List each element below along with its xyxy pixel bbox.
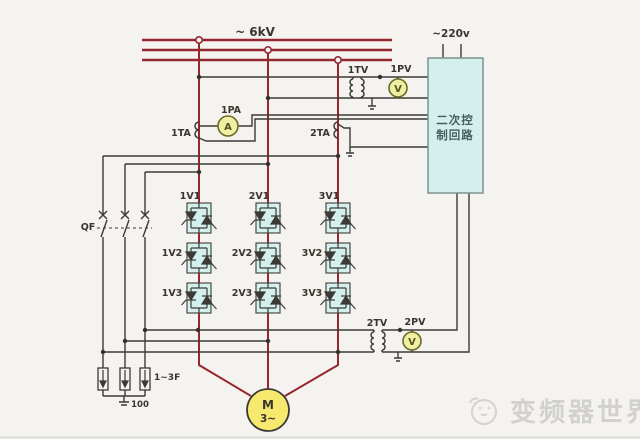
voltmeter-1pv-letter: V [394, 84, 402, 95]
pt1-label: 1TV [348, 65, 369, 76]
motor-phase: 3~ [260, 413, 276, 425]
ct-2ta-symbol [333, 121, 339, 139]
qf-breaker-contacts [98, 210, 150, 238]
voltmeter-2pv: V [402, 331, 422, 351]
control-supply-label: ~220v [432, 28, 470, 40]
pt2-label: 2TV [367, 318, 388, 329]
watermark: 变频器世界 [469, 397, 640, 428]
bottom-edge-strip [0, 436, 640, 439]
qf-label: QF [81, 222, 96, 233]
bus-voltage-label: ~ 6kV [235, 25, 276, 39]
motor-letter: M [262, 398, 274, 412]
thyristor-label-1v2: 1V2 [162, 248, 183, 259]
thyristor-label-3v1: 3V1 [319, 191, 340, 202]
thyristor-label-2v1: 2V1 [249, 191, 270, 202]
arrester-ground-label: 100 [131, 400, 149, 410]
thyristor-label-3v2: 3V2 [302, 248, 323, 259]
thyristor-label-2v2: 2V2 [232, 248, 253, 259]
watermark-text: 变频器世界 [510, 397, 640, 428]
surge-arresters [97, 367, 151, 391]
ground-symbols [119, 98, 402, 406]
ground-2tv [394, 352, 402, 362]
ta2-label: 2TA [310, 128, 330, 139]
ground-1tv [368, 98, 376, 110]
motor: M 3~ [246, 388, 290, 432]
ammeter-1pa-letter: A [224, 122, 232, 133]
thyristor-label-3v3: 3V3 [302, 288, 323, 299]
watermark-logo-icon [469, 397, 497, 425]
pt-1tv-symbol [349, 78, 365, 98]
ta1-label: 1TA [171, 128, 191, 139]
ct-1ta-symbol [194, 121, 200, 139]
pv1-label: 1PV [391, 64, 413, 75]
voltmeter-1pv: V [388, 78, 408, 98]
arrester-label: 1~3F [154, 373, 180, 383]
ground-2ta [346, 147, 354, 157]
pv2-label: 2PV [405, 317, 427, 328]
ammeter-1pa: A [217, 115, 239, 137]
pt-2tv-symbol [370, 331, 386, 351]
control-box-text-line1: 二次控 [436, 113, 474, 127]
thyristor-label-1v3: 1V3 [162, 288, 183, 299]
bus-tap-terminals [195, 35, 342, 64]
junction-dots [100, 74, 403, 355]
thyristor-label-2v3: 2V3 [232, 288, 253, 299]
ground-arresters [119, 396, 129, 406]
pa1-label: 1PA [221, 105, 242, 116]
control-box [427, 57, 484, 194]
voltmeter-2pv-letter: V [408, 337, 416, 348]
control-box-text-line2: 制回路 [436, 128, 474, 142]
thyristor-modules [181, 202, 356, 314]
secondary-wiring [102, 44, 470, 397]
thyristor-label-1v1: 1V1 [180, 191, 201, 202]
